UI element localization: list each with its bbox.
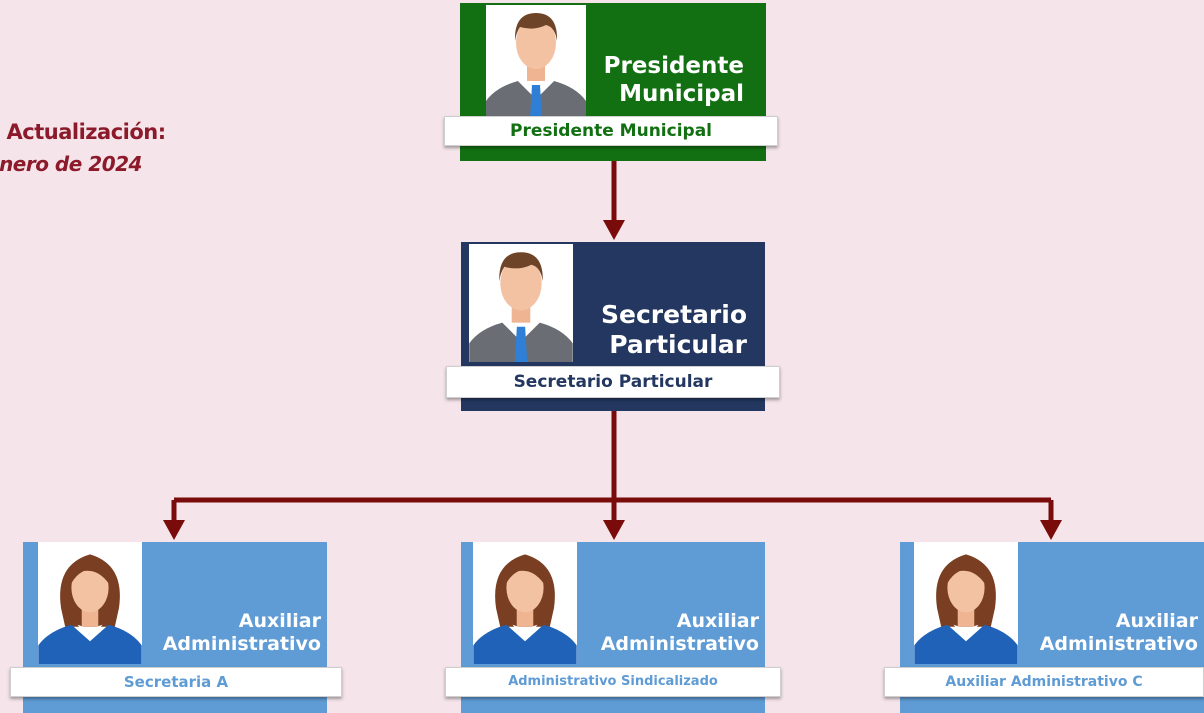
update-date: enero de 2024 bbox=[0, 152, 142, 176]
arrowhead-secretary bbox=[603, 220, 625, 240]
node-secretary-title: Secretario Particular bbox=[601, 300, 747, 359]
node-staff-3-title: Auxiliar Administrativo bbox=[1039, 610, 1198, 655]
node-staff-1-name: Secretaria A bbox=[10, 667, 342, 697]
node-president-title: Presidente Municipal bbox=[603, 53, 744, 107]
node-staff-3: Auxiliar Administrativo Auxiliar Adminis… bbox=[884, 542, 1204, 713]
node-president-name: Presidente Municipal bbox=[444, 116, 778, 146]
node-staff-2: Auxiliar Administrativo Administrativo S… bbox=[445, 542, 781, 713]
arrowhead-staff-right bbox=[1040, 520, 1062, 540]
node-secretary-name: Secretario Particular bbox=[446, 366, 780, 398]
arrowhead-staff-center bbox=[603, 520, 625, 540]
female-avatar-icon bbox=[38, 542, 142, 664]
update-info: e Actualización: enero de 2024 bbox=[0, 120, 166, 176]
node-president: Presidente Municipal Presidente Municipa… bbox=[444, 3, 778, 161]
female-avatar-icon bbox=[473, 542, 577, 664]
update-label: e Actualización: bbox=[0, 120, 166, 144]
node-secretary: Secretario Particular Secretario Particu… bbox=[446, 242, 780, 411]
node-staff-2-name: Administrativo Sindicalizado bbox=[445, 667, 781, 697]
node-staff-2-title: Auxiliar Administrativo bbox=[600, 610, 759, 655]
female-avatar-icon bbox=[914, 542, 1018, 664]
node-staff-1: Auxiliar Administrativo Secretaria A bbox=[10, 542, 342, 713]
male-avatar-icon bbox=[469, 244, 573, 362]
node-staff-1-title: Auxiliar Administrativo bbox=[162, 610, 321, 655]
node-staff-3-name: Auxiliar Administrativo C bbox=[884, 667, 1204, 697]
male-avatar-icon bbox=[486, 5, 586, 119]
arrowhead-staff-left bbox=[163, 520, 185, 540]
